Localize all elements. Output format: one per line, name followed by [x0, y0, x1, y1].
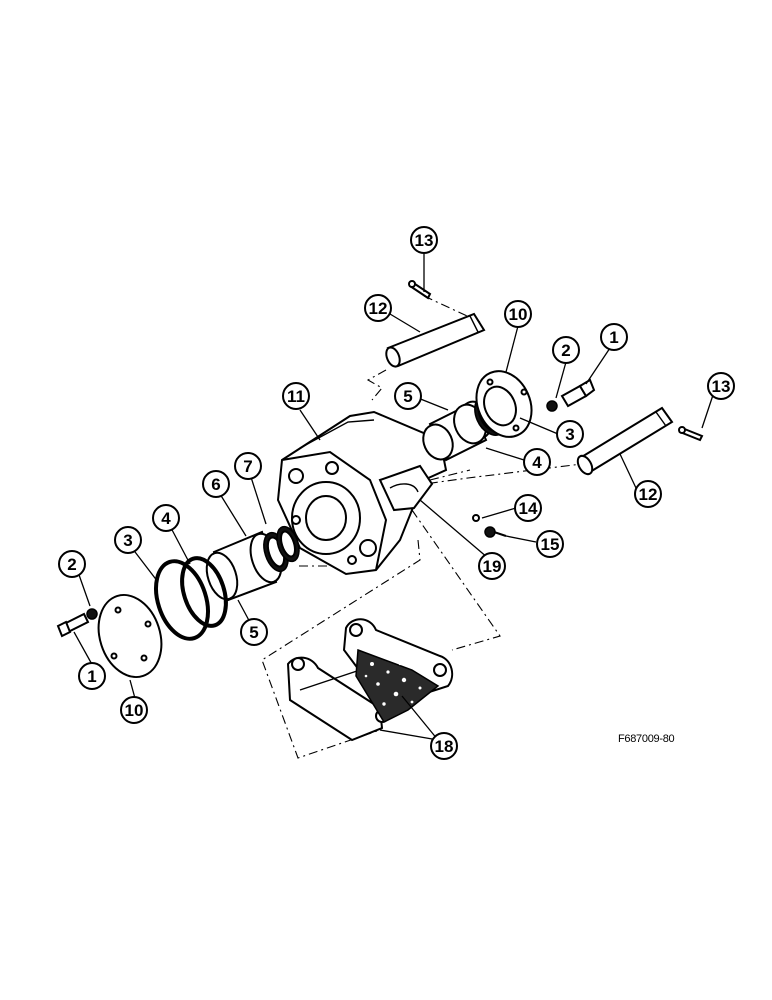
callout-5-left: 5: [240, 618, 268, 646]
svg-text:2: 2: [561, 341, 570, 360]
svg-text:12: 12: [369, 299, 388, 318]
bolt-left: [56, 612, 90, 638]
callout-12-right: 12: [634, 480, 662, 508]
pin-upper: [385, 312, 486, 368]
svg-text:11: 11: [287, 387, 305, 406]
callout-13-right: 13: [707, 372, 735, 400]
dust-boot-left: [276, 525, 300, 563]
figure-id: F687009-80: [618, 733, 675, 745]
svg-text:13: 13: [415, 231, 434, 250]
callout-13-top: 13: [410, 226, 438, 254]
callout-10-left: 10: [120, 696, 148, 724]
svg-text:10: 10: [125, 701, 144, 720]
svg-text:6: 6: [211, 475, 220, 494]
callout-7: 7: [234, 452, 262, 480]
svg-text:4: 4: [532, 453, 542, 472]
callout-14: 14: [514, 494, 542, 522]
svg-text:15: 15: [541, 535, 560, 554]
callout-4-left: 4: [152, 504, 180, 532]
callout-10-right: 10: [504, 300, 532, 328]
svg-text:7: 7: [243, 457, 252, 476]
end-cap-right: [475, 370, 533, 438]
svg-text:5: 5: [403, 387, 412, 406]
callout-19: 19: [478, 552, 506, 580]
svg-text:13: 13: [712, 377, 731, 396]
cotter-pin-upper: [408, 280, 432, 300]
callout-4-right: 4: [523, 448, 551, 476]
callout-2-left: 2: [58, 550, 86, 578]
bolt-right: [560, 378, 596, 408]
svg-text:3: 3: [565, 425, 574, 444]
callout-2-right: 2: [552, 336, 580, 364]
svg-text:5: 5: [249, 623, 258, 642]
svg-text:18: 18: [435, 737, 454, 756]
svg-text:10: 10: [509, 305, 528, 324]
svg-text:4: 4: [161, 509, 171, 528]
callout-15: 15: [536, 530, 564, 558]
o-ring-left-inner: [180, 556, 228, 628]
bleed-fitting: [484, 526, 507, 538]
callout-3-left: 3: [114, 526, 142, 554]
o-ring-left-outer: [154, 559, 210, 641]
svg-text:12: 12: [639, 485, 658, 504]
callout-11: 11: [282, 382, 310, 410]
callout-6: 6: [202, 470, 230, 498]
callout-1-right: 1: [600, 323, 628, 351]
callout-12-top: 12: [364, 294, 392, 322]
caliper-housing: [276, 410, 448, 576]
callout-5-right: 5: [394, 382, 422, 410]
washer-right: [546, 400, 558, 412]
svg-text:1: 1: [87, 667, 96, 686]
svg-text:2: 2: [67, 555, 76, 574]
svg-text:1: 1: [609, 328, 618, 347]
brake-pad-front: [342, 618, 454, 723]
svg-text:19: 19: [483, 557, 502, 576]
callout-1-left: 1: [78, 662, 106, 690]
cotter-pin-right: [678, 426, 704, 442]
callout-18: 18: [430, 732, 458, 760]
callouts: 13 12 10 2 1 13 11 5 3 4 12 7 6 14 15 19…: [58, 226, 735, 760]
svg-text:14: 14: [519, 499, 538, 518]
svg-text:3: 3: [123, 531, 132, 550]
end-cap-left: [97, 593, 163, 679]
pin-right: [576, 406, 674, 476]
callout-3-right: 3: [556, 420, 584, 448]
leader-lines: [73, 254, 715, 741]
washer-left: [86, 608, 98, 620]
bleed-screw: [472, 514, 480, 522]
